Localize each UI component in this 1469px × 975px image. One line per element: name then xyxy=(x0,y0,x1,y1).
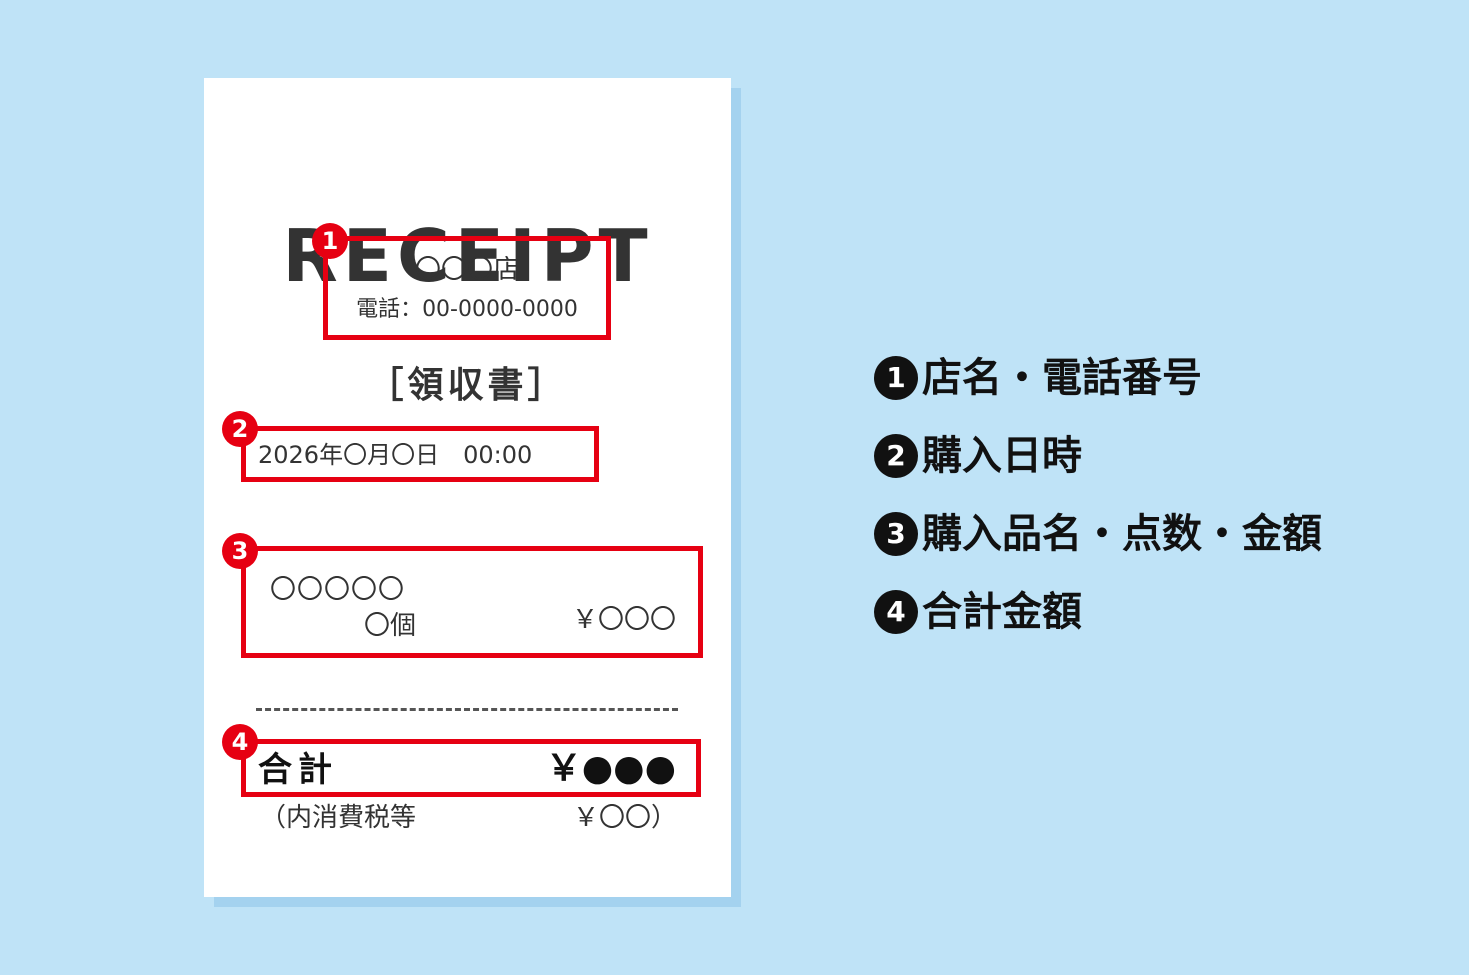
receipt: RECEIPT 〇〇〇店 電話：00-0000-0000 1 ［領収書］ 202… xyxy=(204,78,731,897)
store-info-box: 〇〇〇店 電話：00-0000-0000 xyxy=(323,236,611,340)
item-box: 〇〇〇〇〇 〇個 ￥〇〇〇 xyxy=(241,546,703,658)
legend-item: 4 合計金額 xyxy=(874,586,1322,664)
legend-number: 1 xyxy=(874,356,918,400)
legend-number: 2 xyxy=(874,434,918,478)
store-phone: 電話：00-0000-0000 xyxy=(356,297,578,322)
marker-3: 3 xyxy=(222,533,258,569)
legend-number: 3 xyxy=(874,512,918,556)
legend-label: 購入日時 xyxy=(922,433,1082,479)
marker-4: 4 xyxy=(222,724,258,760)
legend-number: 4 xyxy=(874,590,918,634)
total-label: 合計 xyxy=(258,750,338,790)
item-name: 〇〇〇〇〇 xyxy=(270,575,406,605)
tax-label: （内消費税等 xyxy=(260,803,417,833)
legend-item: 1 店名・電話番号 xyxy=(874,352,1322,430)
dashed-divider xyxy=(256,708,678,711)
purchase-datetime: 2026年〇月〇日 00:00 xyxy=(258,441,533,469)
legend-label: 購入品名・点数・金額 xyxy=(922,511,1322,557)
marker-1: 1 xyxy=(312,223,348,259)
legend-label: 店名・電話番号 xyxy=(922,355,1202,401)
legend-item: 2 購入日時 xyxy=(874,430,1322,508)
legend-item: 3 購入品名・点数・金額 xyxy=(874,508,1322,586)
store-name: 〇〇〇店 xyxy=(414,255,519,285)
document-type: ［領収書］ xyxy=(367,365,568,406)
marker-2: 2 xyxy=(222,411,258,447)
total-box: 合計 ￥●●● xyxy=(241,739,701,797)
item-quantity: 〇個 xyxy=(364,611,417,641)
legend: 1 店名・電話番号 2 購入日時 3 購入品名・点数・金額 4 合計金額 xyxy=(874,352,1322,664)
legend-label: 合計金額 xyxy=(922,589,1082,635)
datetime-box: 2026年〇月〇日 00:00 xyxy=(241,426,599,482)
total-value: ￥●●● xyxy=(545,748,676,789)
item-price: ￥〇〇〇 xyxy=(571,605,676,635)
tax-value: ￥〇〇） xyxy=(572,803,677,833)
